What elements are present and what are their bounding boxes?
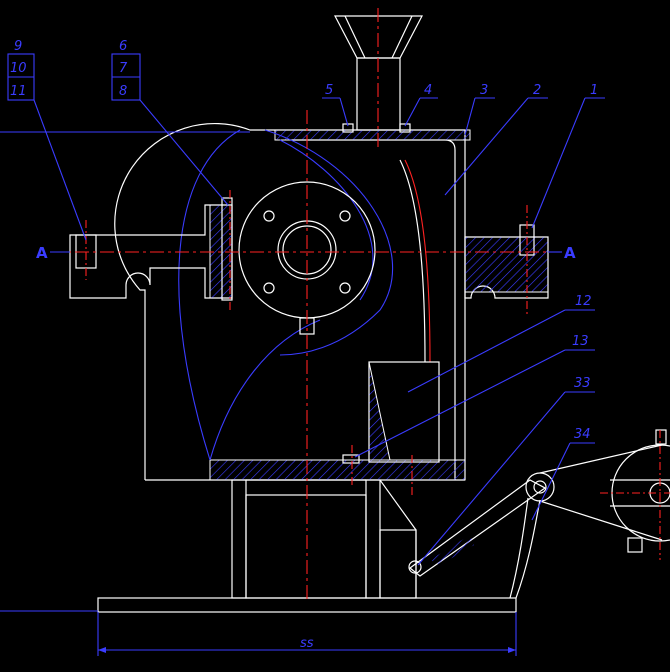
callout-2: 2 <box>533 83 541 98</box>
callout-10: 10 <box>10 61 27 76</box>
wear-liner <box>399 159 431 363</box>
callout-7: 7 <box>119 61 128 76</box>
support-frame <box>231 479 417 599</box>
section-mark-left: A <box>36 244 48 262</box>
callout-13: 13 <box>572 334 589 349</box>
callout-9: 9 <box>14 39 22 54</box>
callout-6: 6 <box>119 39 127 54</box>
leader-lines <box>0 53 605 566</box>
right-arm <box>464 224 549 299</box>
section-mark-right: A <box>564 244 576 262</box>
top-cover <box>274 123 471 141</box>
inner-rotor-chamber <box>178 129 394 461</box>
linkage-rod <box>408 472 555 599</box>
centerlines <box>50 8 670 600</box>
callout-11: 11 <box>10 84 27 99</box>
base-plate <box>0 597 517 613</box>
discharge-chute <box>342 361 440 464</box>
callout-labels: 9 10 11 6 7 8 5 4 3 2 1 12 13 33 34 <box>10 39 598 442</box>
section-marks: A A <box>36 244 576 262</box>
callout-5: 5 <box>325 83 333 98</box>
crusher-housing <box>114 123 466 481</box>
callout-1: 1 <box>590 83 598 98</box>
dimension-text: ss <box>300 636 314 651</box>
callout-3: 3 <box>480 83 488 98</box>
drive-motor <box>539 429 670 553</box>
callout-34: 34 <box>574 427 591 442</box>
callout-33: 33 <box>574 376 591 391</box>
dimension-line: ss <box>97 612 517 656</box>
left-arm <box>69 197 233 301</box>
callout-4: 4 <box>424 83 432 98</box>
callout-8: 8 <box>119 84 127 99</box>
callout-12: 12 <box>575 294 592 309</box>
